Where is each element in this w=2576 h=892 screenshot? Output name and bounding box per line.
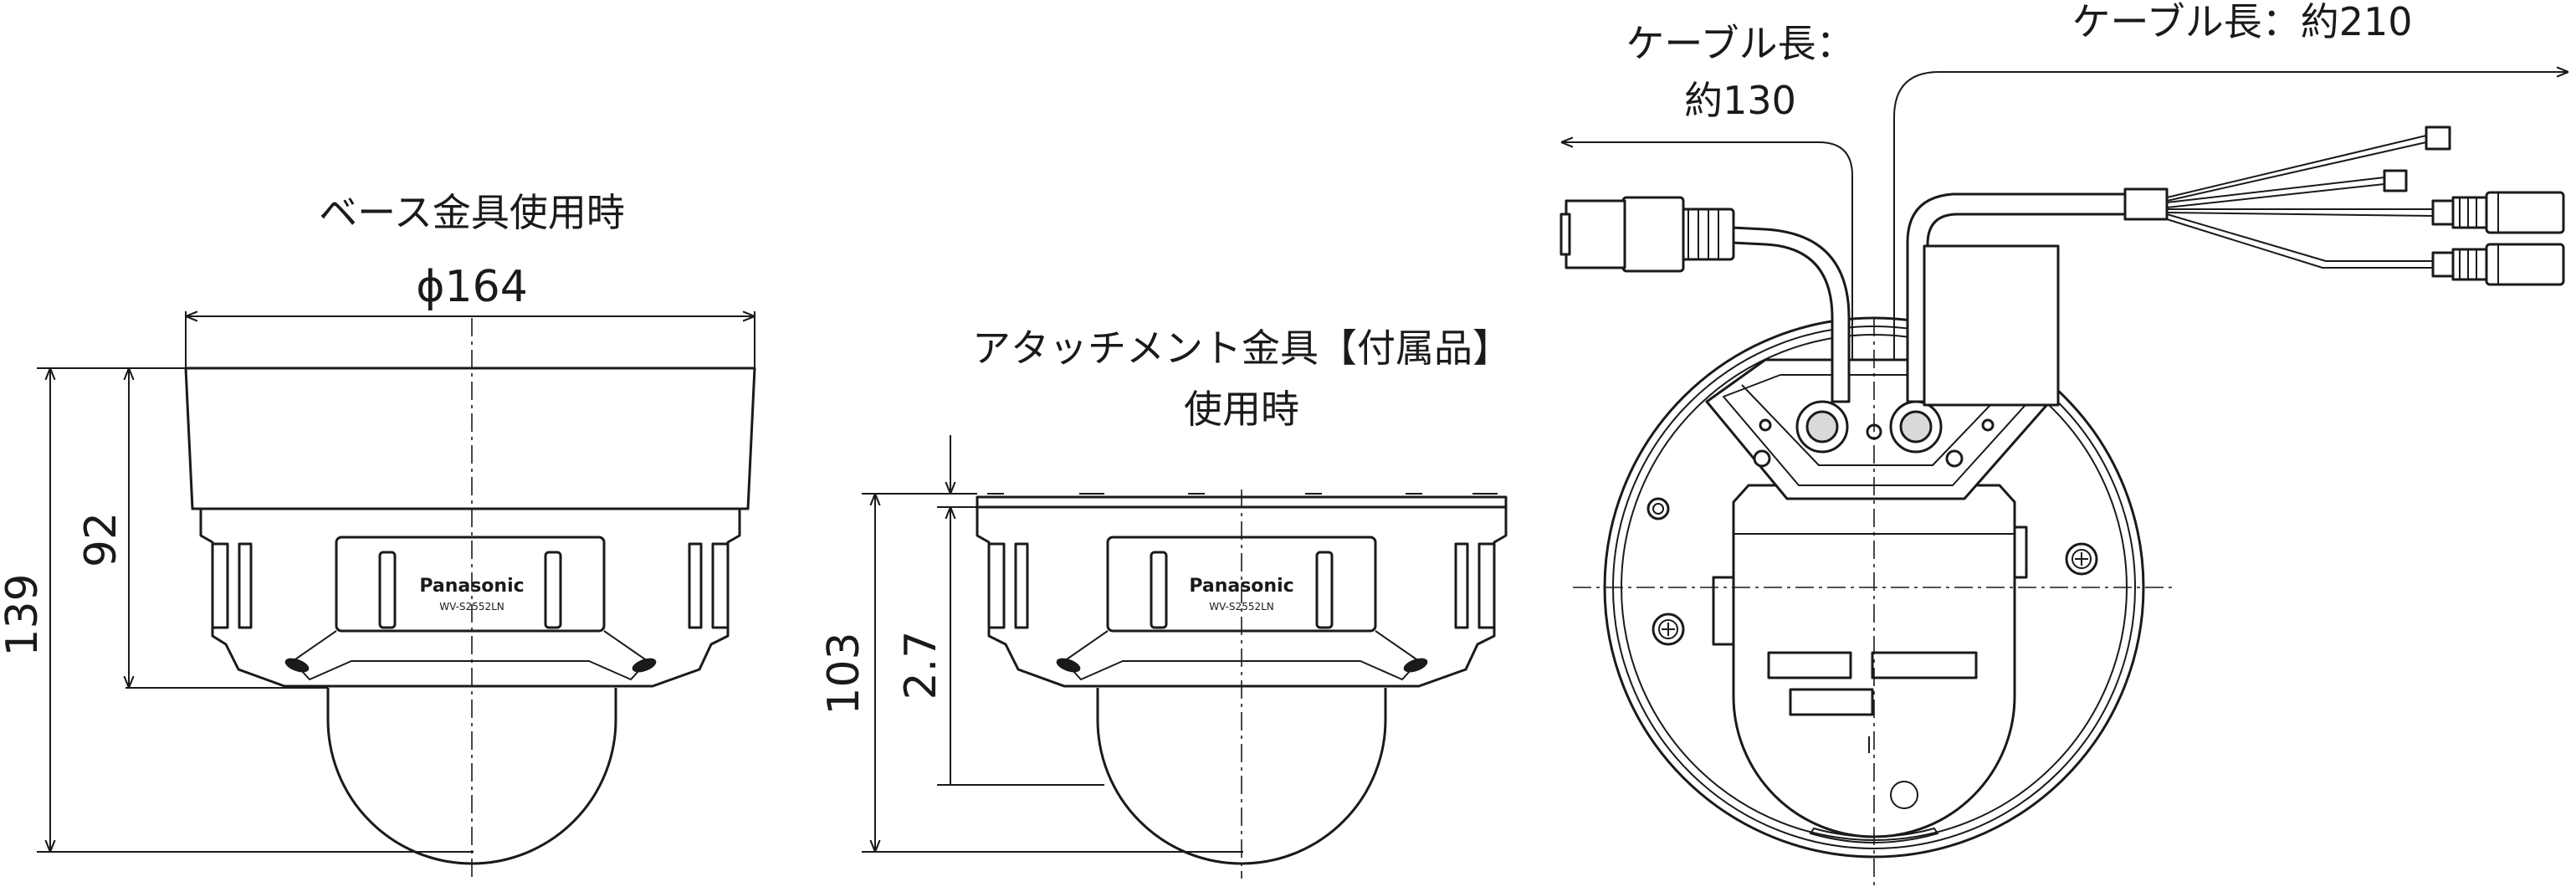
attachment-bracket-view: アタッチメント金具【付属品】 使用時 Panasonic WV-S2552LN … [819, 326, 1511, 879]
base-camera-front-panel [335, 536, 606, 633]
jack-connector-1 [2431, 191, 2565, 234]
base-housing [184, 367, 756, 510]
bottom-side-tab-left [1712, 576, 1735, 646]
base-side-rib-left-1 [211, 542, 229, 629]
screw-icon [1652, 613, 1685, 646]
lan-connector-head [1621, 196, 1685, 273]
bottom-side-tab-right [2013, 525, 2028, 579]
cable-gland-left [1795, 400, 1849, 454]
base-diameter-label: ϕ164 [416, 262, 528, 312]
lan-plug [1565, 199, 1626, 269]
cable-long-label: ケーブル長：約210 [2072, 0, 2412, 44]
screw-icon [2065, 542, 2098, 576]
attachment-screw-right [1403, 658, 1428, 673]
base-total-height-label: 139 [0, 573, 48, 656]
base-bracket-view: ベース金具使用時 ϕ164 Panasonic WV-S2552LN [0, 190, 756, 879]
multi-cable-sleeve [2123, 187, 2169, 221]
bottom-bracket-plate-slots [1741, 384, 2010, 466]
lan-plug-latch [1559, 213, 1571, 256]
cable-tag [1923, 244, 2060, 407]
attachment-title-line2: 使用時 [1184, 387, 1299, 432]
bottom-slot [1810, 828, 1938, 843]
base-screw-left [284, 658, 310, 673]
base-side-rib-right-1 [711, 542, 730, 629]
wire-4 [2166, 213, 2433, 262]
bottom-label-block-3 [1789, 688, 1874, 716]
bottom-label-block-1 [1767, 651, 1852, 679]
attachment-panel-slot-left [1150, 551, 1168, 629]
cable-long-leader [1893, 72, 2568, 417]
wire-1 [2166, 135, 2427, 198]
attachment-small-height-label: 2.7 [896, 631, 946, 700]
attachment-model-label: WV-S2552LN [1209, 601, 1274, 613]
attachment-side-rib-right-1 [1477, 542, 1496, 629]
lan-cable [1730, 226, 1851, 403]
cable-short-label-line2: 約130 [1684, 78, 1796, 123]
bottom-view: ケーブル長： 約130 ケーブル長：約210 [1559, 0, 2568, 887]
wire-4b [2166, 218, 2433, 269]
screw-icon [1753, 418, 1995, 468]
base-body-height-label: 92 [76, 512, 126, 567]
cable-short-label-line1: ケーブル長： [1626, 21, 1854, 66]
base-side-rib-right-2 [688, 542, 703, 629]
attachment-total-height-label: 103 [819, 632, 869, 715]
cable-gland-right [1889, 400, 1943, 454]
base-screw-right [632, 658, 657, 673]
base-panel-slot-right [544, 551, 562, 629]
wire-2 [2166, 177, 2385, 203]
wire-3b [2166, 212, 2434, 217]
cable-short-leader [1561, 142, 1853, 417]
lan-connector-ribs [1687, 209, 1719, 259]
bottom-label-block-2 [1871, 651, 1978, 679]
base-side-rib-left-2 [238, 542, 253, 629]
attachment-panel-slot-right [1315, 551, 1334, 629]
base-bracket-title: ベース金具使用時 [319, 190, 625, 235]
attachment-side-rib-left-2 [1014, 542, 1029, 629]
attachment-side-rib-left-1 [987, 542, 1006, 629]
wire-connector-1 [2425, 126, 2451, 151]
attachment-screw-left [1056, 658, 1081, 673]
attachment-side-rib-right-2 [1454, 542, 1469, 629]
attachment-title-line1: アタッチメント金具【付属品】 [972, 326, 1511, 371]
bottom-release-hole [1890, 781, 1918, 809]
screw-icon [1646, 497, 1670, 520]
wire-1b [2166, 141, 2427, 202]
jack-connector-2 [2431, 243, 2565, 286]
wire-connector-2 [2383, 169, 2408, 192]
base-panel-slot-left [378, 551, 397, 629]
wire-2b [2166, 183, 2385, 208]
